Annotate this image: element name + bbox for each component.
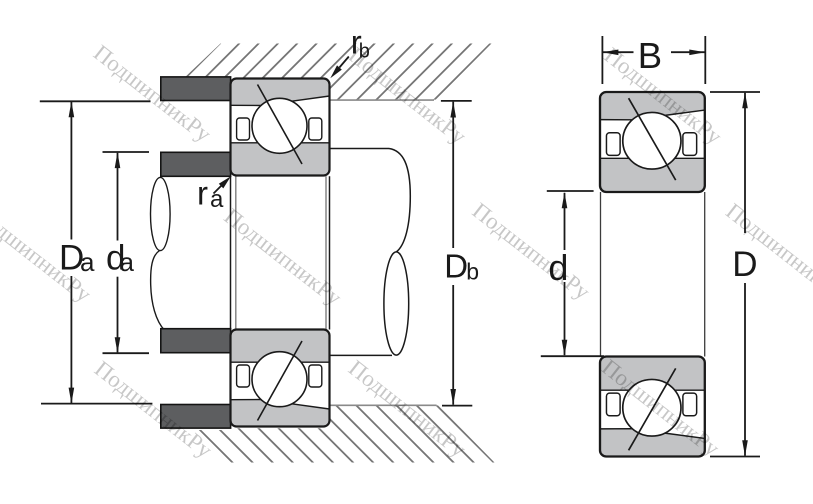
svg-text:r: r xyxy=(197,175,208,212)
svg-text:a: a xyxy=(120,247,135,277)
svg-text:a: a xyxy=(210,186,224,213)
svg-text:D: D xyxy=(444,248,468,285)
svg-text:b: b xyxy=(359,40,370,62)
svg-text:a: a xyxy=(80,247,95,277)
svg-text:B: B xyxy=(638,35,662,76)
svg-text:d: d xyxy=(106,239,125,278)
svg-text:d: d xyxy=(548,247,568,288)
svg-text:b: b xyxy=(466,259,479,285)
svg-text:D: D xyxy=(732,245,757,284)
svg-text:D: D xyxy=(59,239,84,278)
svg-text:r: r xyxy=(351,24,362,61)
